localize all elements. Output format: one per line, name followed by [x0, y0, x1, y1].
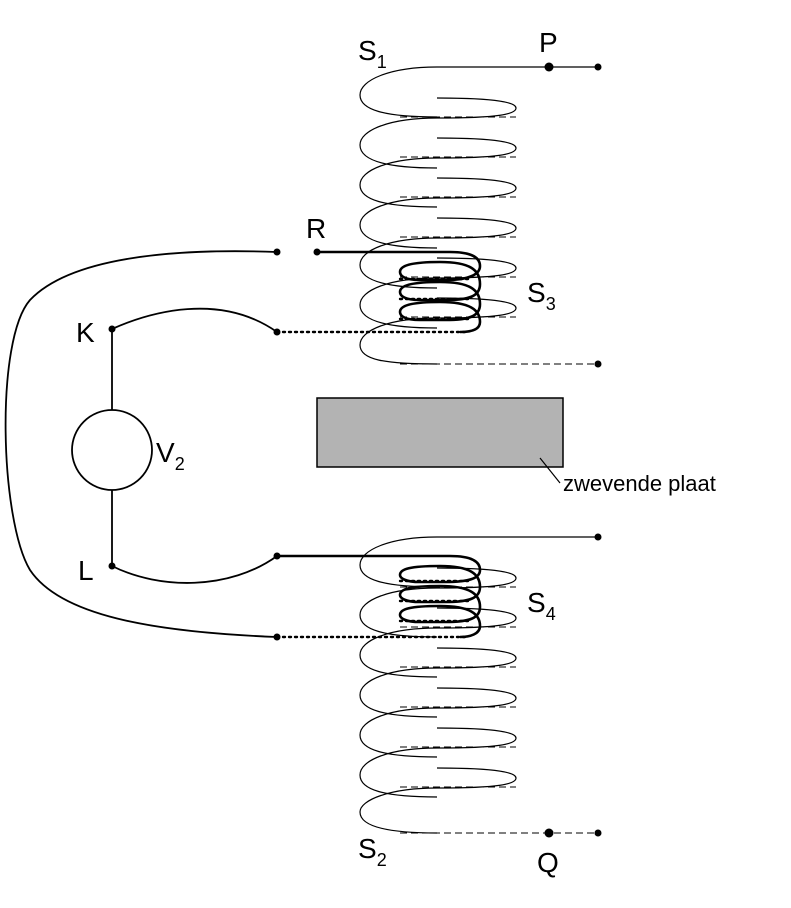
circuit-wires: [4, 250, 278, 638]
voltmeter-v2: [71, 409, 153, 491]
coil-s2: [359, 536, 598, 834]
floating-plate: [316, 397, 564, 468]
label-p: P: [539, 27, 558, 58]
node-r-left: [273, 248, 281, 256]
label-l: L: [78, 555, 94, 586]
label-q: Q: [537, 847, 559, 878]
coil-s1: [359, 66, 598, 365]
node-s1-end: [594, 360, 602, 368]
node-s4-lead: [273, 552, 281, 560]
node-k: [108, 325, 116, 333]
label-r: R: [306, 213, 326, 244]
label-k: K: [76, 317, 95, 348]
label-s1: S1: [358, 35, 387, 72]
coil-s4: [275, 554, 482, 639]
node-p-end: [594, 63, 602, 71]
node-s2-start: [594, 533, 602, 541]
node-q: [544, 828, 554, 838]
nodes: [108, 62, 602, 838]
coil-s3: [275, 250, 482, 334]
node-q-end: [594, 829, 602, 837]
label-s4: S4: [527, 587, 556, 624]
label-s2: S2: [358, 833, 387, 870]
node-loop-end: [273, 633, 281, 641]
label-s3: S3: [527, 277, 556, 314]
label-v2: V2: [156, 437, 185, 474]
node-s3-lead: [273, 328, 281, 336]
node-p: [544, 62, 554, 72]
plate-leader-line: [539, 457, 561, 484]
label-plate: zwevende plaat: [563, 471, 716, 496]
node-l: [108, 562, 116, 570]
node-r: [313, 248, 321, 256]
